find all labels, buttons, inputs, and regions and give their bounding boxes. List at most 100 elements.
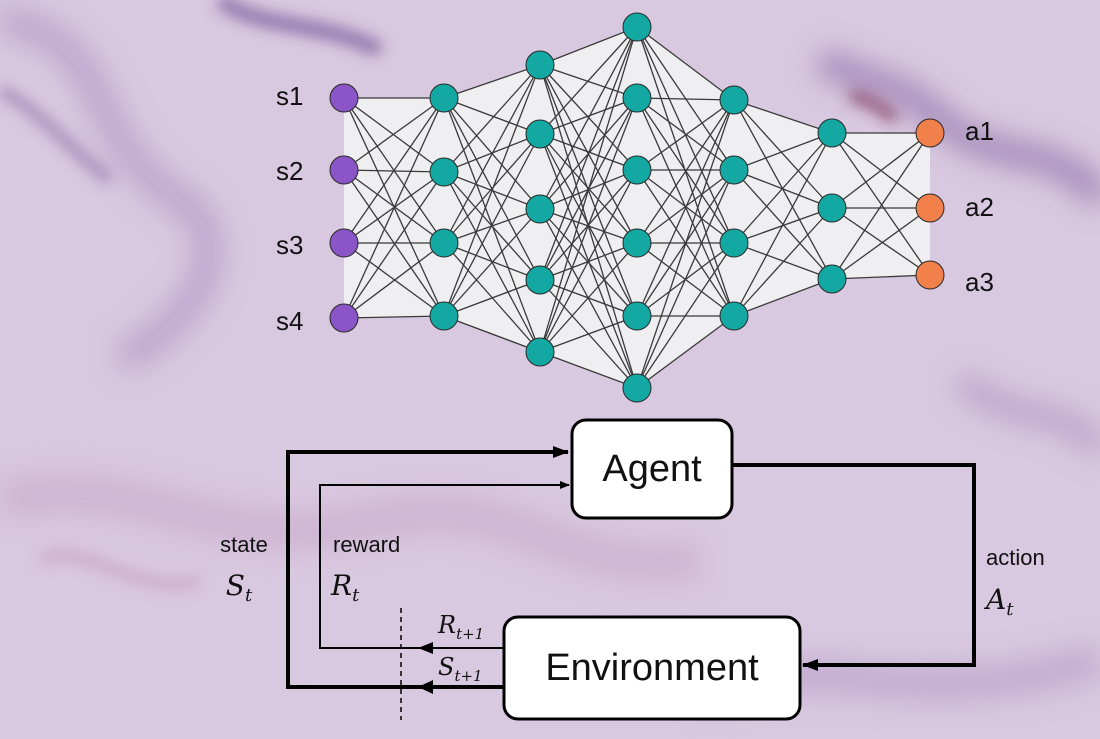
input-label-s4: s4 — [276, 306, 303, 336]
action-arrow — [732, 463, 976, 671]
network-edge — [636, 26, 735, 101]
network-edge — [539, 208, 638, 317]
network-edges — [343, 26, 931, 389]
neural-network: s1 s2 s3 s4 a1 a2 a3 — [276, 12, 994, 403]
hidden-node — [817, 264, 847, 294]
network-edge — [539, 26, 638, 281]
hidden-node — [719, 155, 749, 185]
next-state-symbol: St+1 — [438, 653, 483, 685]
agent-box — [570, 418, 734, 520]
network-edge — [539, 315, 638, 353]
network-edge — [343, 315, 445, 319]
environment-box — [502, 615, 802, 721]
network-edge — [636, 99, 735, 317]
network-edge — [831, 132, 931, 280]
network-edge — [443, 279, 541, 317]
hidden-node — [525, 337, 555, 367]
output-node — [915, 260, 945, 290]
hidden-node — [429, 228, 459, 258]
network-edge — [443, 64, 541, 99]
input-label-s1: s1 — [276, 81, 303, 111]
network-edge — [343, 97, 445, 171]
hidden-node — [622, 155, 652, 185]
hidden-node — [525, 119, 555, 149]
action-symbol: At — [983, 583, 1014, 620]
network-edge — [443, 133, 541, 317]
network-edge — [636, 99, 735, 244]
next-reward-arrowhead — [418, 642, 433, 654]
network-edge — [636, 315, 735, 389]
network-edge — [443, 133, 541, 244]
network-edge — [831, 132, 931, 209]
network-edge — [733, 278, 833, 317]
network-edge — [636, 97, 735, 171]
network-edge — [343, 242, 445, 317]
hidden-node — [817, 193, 847, 223]
output-label-a1: a1 — [965, 116, 994, 146]
network-edge — [443, 242, 541, 281]
state-arrow — [286, 446, 569, 689]
state-label: state — [220, 532, 268, 557]
hidden-node — [719, 301, 749, 331]
network-edge — [443, 97, 541, 135]
hidden-node — [525, 50, 555, 80]
hidden-node — [429, 301, 459, 331]
network-edge — [539, 169, 638, 353]
network-edge — [831, 207, 931, 280]
network-edge — [636, 99, 735, 171]
reward-symbol: Rt — [330, 569, 360, 606]
network-edge — [539, 26, 638, 353]
output-node — [915, 193, 945, 223]
environment-label: Environment — [545, 647, 759, 689]
network-edge — [443, 315, 541, 353]
network-edge — [539, 64, 638, 99]
hidden-node — [622, 83, 652, 113]
network-edge — [636, 169, 735, 389]
network-edge — [636, 97, 735, 101]
network-edge — [443, 64, 541, 244]
hidden-node — [429, 157, 459, 187]
network-edge — [343, 97, 445, 173]
network-edge — [443, 64, 541, 317]
output-node — [915, 118, 945, 148]
hidden-node — [622, 301, 652, 331]
network-edge — [733, 132, 833, 171]
network-edge — [343, 97, 445, 244]
network-edge — [343, 97, 445, 319]
hidden-node — [622, 12, 652, 42]
network-edge — [636, 99, 735, 389]
network-edge — [831, 274, 931, 280]
network-edge — [343, 242, 445, 319]
input-node — [329, 155, 359, 185]
hidden-node — [525, 265, 555, 295]
network-edge — [733, 242, 833, 280]
input-label-s3: s3 — [276, 230, 303, 260]
network-edge — [636, 242, 735, 389]
hidden-node — [719, 228, 749, 258]
state-symbol: St — [226, 569, 253, 606]
next-state-arrowhead — [418, 680, 433, 694]
network-edge — [539, 26, 638, 66]
network-edge — [539, 351, 638, 389]
hidden-node — [622, 373, 652, 403]
network-edge — [539, 26, 638, 135]
reward-arrow — [319, 481, 570, 649]
network-edge — [733, 132, 833, 244]
network-nodes — [329, 12, 945, 403]
input-node — [329, 303, 359, 333]
action-label: action — [986, 545, 1045, 570]
hidden-node — [525, 194, 555, 224]
network-edge — [733, 169, 833, 209]
hidden-node — [429, 83, 459, 113]
network-edge — [443, 208, 541, 317]
input-node — [329, 83, 359, 113]
output-label-a2: a2 — [965, 192, 994, 222]
input-node — [329, 228, 359, 258]
reward-label: reward — [333, 532, 400, 557]
network-edge — [831, 132, 931, 276]
agent-label: Agent — [602, 448, 702, 490]
network-edge — [539, 97, 638, 353]
network-edge — [733, 99, 833, 209]
hidden-node — [622, 228, 652, 258]
